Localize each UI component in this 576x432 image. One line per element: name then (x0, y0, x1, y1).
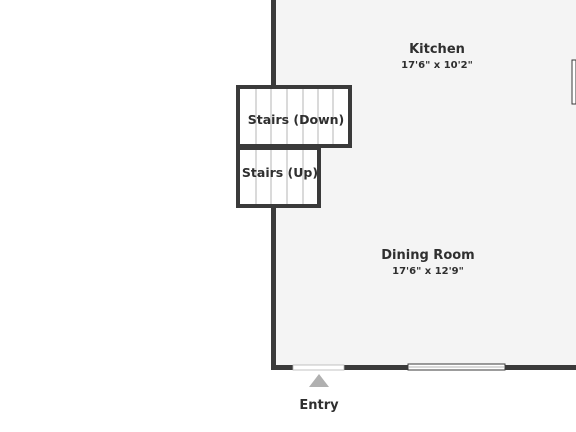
entry-door-opening (292, 364, 345, 371)
stairs-up-label: Stairs (Up) (242, 165, 318, 180)
stairs-up: Stairs (Up) (236, 146, 321, 208)
bottom-wall-middle (344, 365, 408, 370)
stairs-down-label: Stairs (Down) (248, 112, 345, 127)
entry-label: Entry (299, 398, 339, 413)
left-wall-lower (271, 206, 276, 370)
dining-room-dimensions: 17'6" x 12'9" (392, 266, 464, 277)
stairs-up-treads (255, 150, 304, 204)
entry-arrow-icon (309, 374, 329, 387)
bottom-window (407, 363, 506, 371)
stairs-down: Stairs (Down) (236, 85, 352, 148)
stairs-down-treads (255, 89, 334, 144)
bottom-wall-left (271, 365, 293, 370)
main-floor-area (275, 0, 576, 367)
kitchen-name: Kitchen (409, 42, 465, 57)
right-window (571, 59, 576, 105)
left-wall-upper (271, 0, 276, 88)
kitchen-dimensions: 17'6" x 10'2" (401, 60, 473, 71)
dining-room-name: Dining Room (381, 248, 474, 263)
bottom-wall-right (505, 365, 576, 370)
